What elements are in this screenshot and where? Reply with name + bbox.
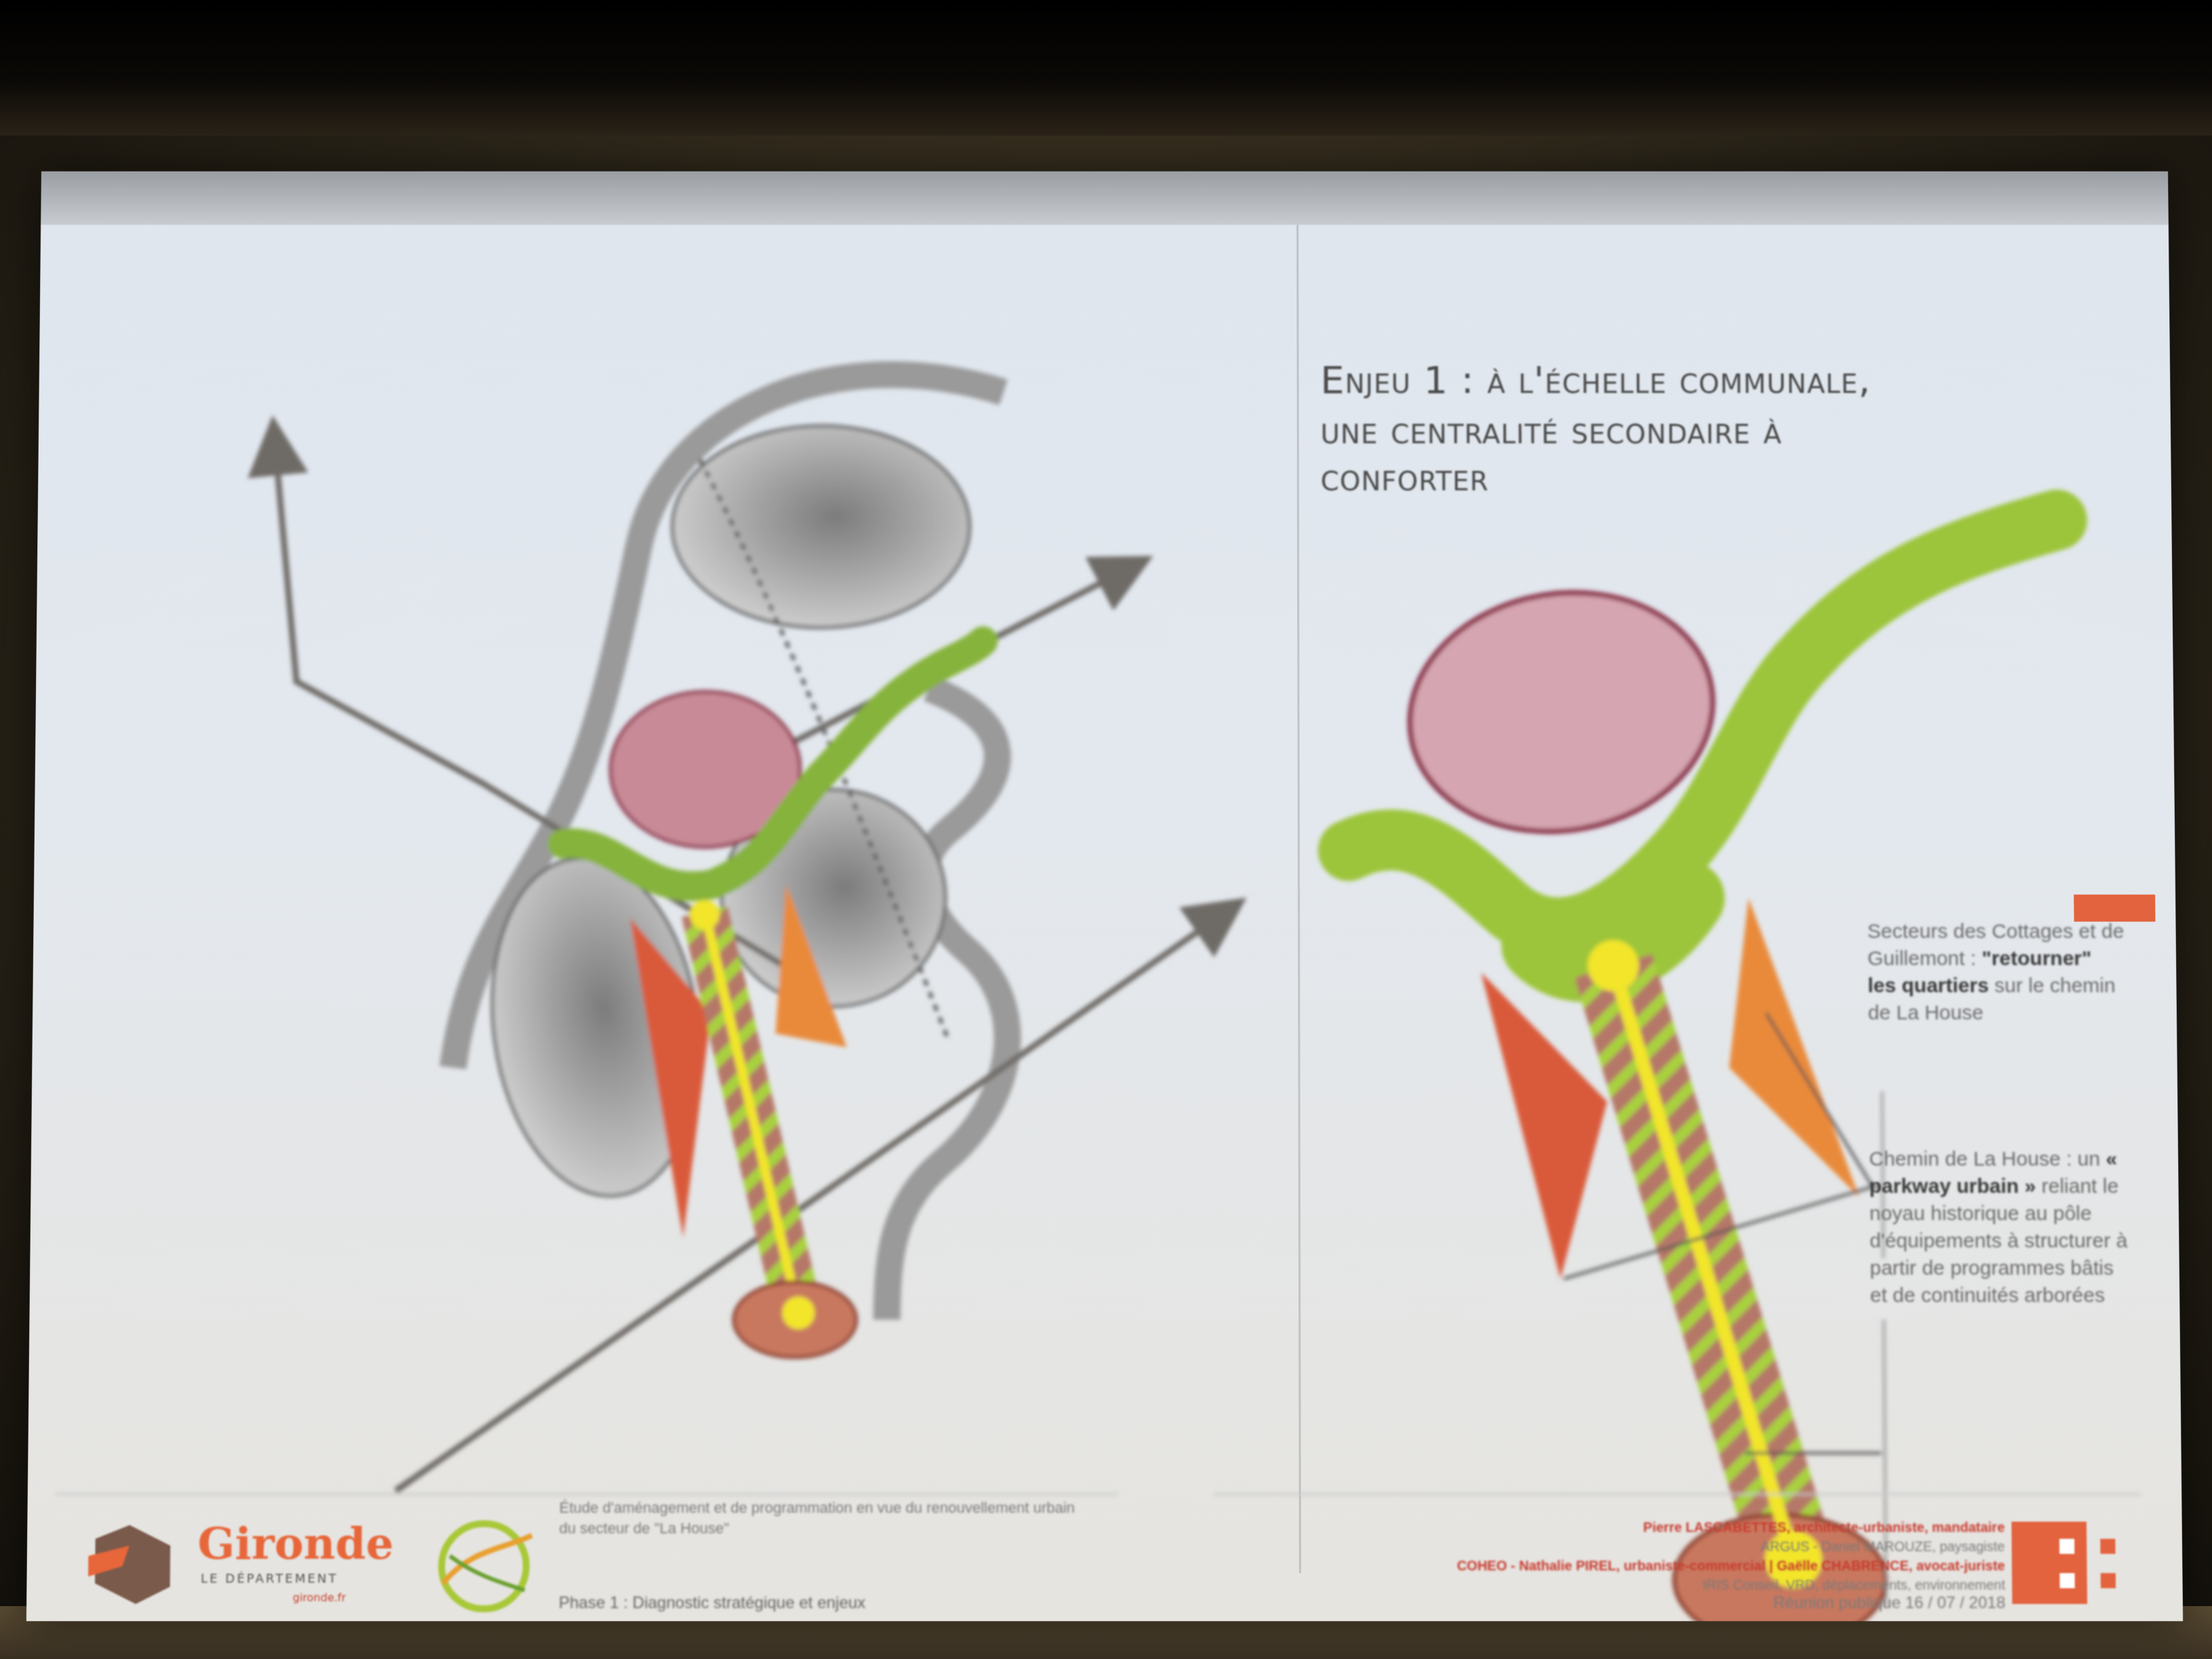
annotation-chemin-pre: Chemin de La House : un bbox=[1868, 1147, 2101, 1170]
projection-screen: Enjeu 1 : à l'échelle communale, une cen… bbox=[26, 171, 2183, 1621]
annotation-secteurs: Secteurs des Cottages et de Guillemont :… bbox=[1867, 918, 2126, 1027]
slide-title-line-3: conforter bbox=[1320, 455, 1489, 500]
agency-logo-icon bbox=[2011, 1521, 2116, 1604]
gironde-logo: Gironde LE DÉPARTEMENT gironde.fr bbox=[81, 1518, 396, 1614]
gironde-emblem-icon bbox=[88, 1525, 171, 1604]
slide-marker-tab bbox=[2074, 894, 2156, 922]
gironde-subtitle: LE DÉPARTEMENT bbox=[201, 1572, 338, 1586]
slide-title-line-2: une centralité secondaire à bbox=[1320, 409, 1782, 453]
credits-line-2: ARGUS - Daniel MAROUZE, paysagiste bbox=[1761, 1539, 2005, 1555]
road-band-right bbox=[887, 689, 1008, 1320]
parkway-node-right-bottom bbox=[1764, 1530, 1823, 1589]
historic-core-blob-right bbox=[1391, 569, 1732, 855]
annotation-chemin: Chemin de La House : un « parkway urbain… bbox=[1869, 1146, 2129, 1309]
study-phase: Phase 1 : Diagnostic stratégique et enje… bbox=[558, 1593, 866, 1612]
historic-core-blob-left bbox=[610, 692, 800, 847]
gironde-name: Gironde bbox=[197, 1518, 394, 1570]
credits-line-3: COHEO - Nathalie PIREL, urbaniste-commer… bbox=[1456, 1558, 2005, 1574]
parkway-node-right-top bbox=[1587, 940, 1639, 992]
gironde-url: gironde.fr bbox=[292, 1591, 346, 1604]
parkway-node-left-bottom bbox=[781, 1296, 815, 1330]
neighborhood-blob-top bbox=[672, 426, 970, 628]
triangle-red-right bbox=[1481, 972, 1608, 1279]
credits-line-1: Pierre LASCABETTES, architecte-urbaniste… bbox=[1643, 1520, 2005, 1536]
neighborhood-blob-left bbox=[472, 845, 720, 1210]
meeting-date: Réunion publique 16 / 07 / 2018 bbox=[1773, 1593, 2006, 1612]
arrow-tail bbox=[396, 1481, 409, 1491]
room-ceiling bbox=[0, 0, 2212, 136]
urban-schematic-diagram bbox=[26, 171, 2183, 1621]
study-title: Étude d'aménagement et de programmation … bbox=[559, 1498, 1076, 1537]
slide-title-line-1: Enjeu 1 : à l'échelle communale, bbox=[1320, 359, 1871, 403]
commune-logo-icon bbox=[422, 1508, 546, 1621]
triangle-orange-left bbox=[775, 884, 848, 1048]
credits-line-4: IRIS Conseil, VRD, déplacements, environ… bbox=[1702, 1578, 2005, 1593]
credits-block: Pierre LASCABETTES, architecte-urbaniste… bbox=[1296, 1518, 2005, 1595]
neighborhood-blob-right bbox=[721, 790, 945, 1006]
triangle-orange-right bbox=[1728, 897, 1860, 1197]
parkway-node-left-top bbox=[689, 899, 720, 930]
equipment-pole-right bbox=[1674, 1515, 1886, 1622]
triangle-red-left bbox=[628, 918, 712, 1238]
